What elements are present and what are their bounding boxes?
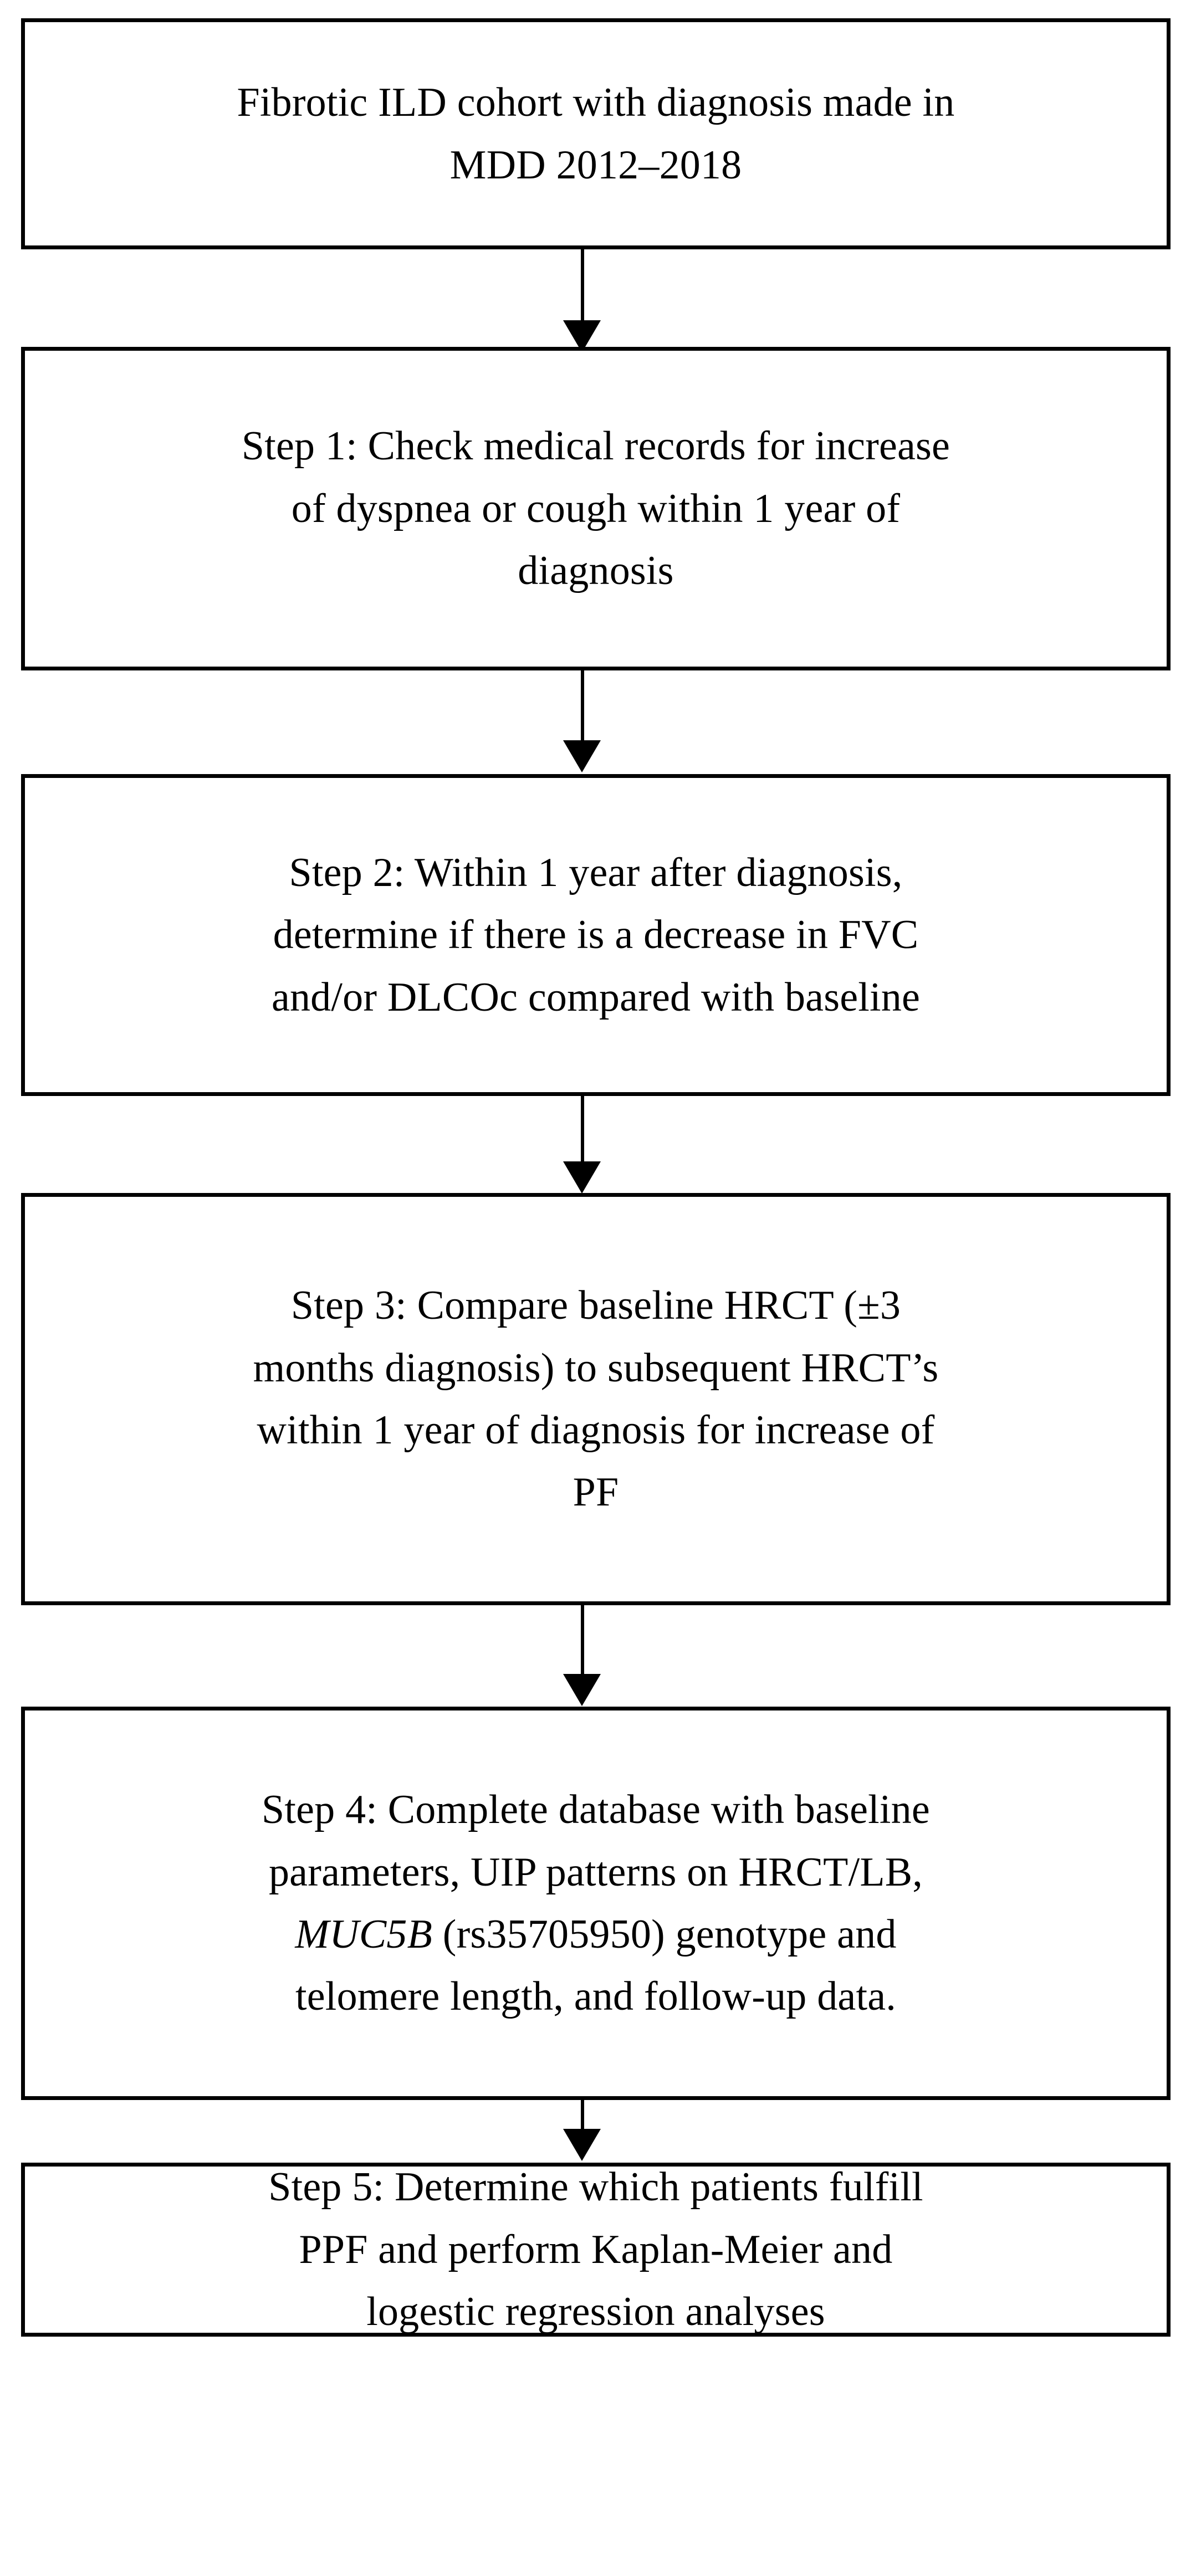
arrow-stem xyxy=(581,249,584,327)
arrow-stem xyxy=(581,1605,584,1676)
step-3-box-text: Step 3: Compare baseline HRCT (±3 months… xyxy=(253,1283,939,1515)
step-3-box: Step 3: Compare baseline HRCT (±3 months… xyxy=(21,1193,1171,1605)
arrow-stem xyxy=(581,2100,584,2131)
arrow-head-icon xyxy=(563,1161,601,1194)
step-4-box: Step 4: Complete database with baseline … xyxy=(21,1707,1171,2100)
step-4-box-text: Step 4: Complete database with baseline … xyxy=(94,1779,1098,2028)
step-2-box-text: Step 2: Within 1 year after diagnosis, d… xyxy=(271,849,921,1020)
gene-name-muc5b: MUC5B xyxy=(295,1912,433,1957)
step-1-box-text: Step 1: Check medical records for increa… xyxy=(241,423,950,594)
arrow-stem xyxy=(581,670,584,742)
cohort-box: Fibrotic ILD cohort with diagnosis made … xyxy=(21,18,1171,249)
cohort-box-text: Fibrotic ILD cohort with diagnosis made … xyxy=(237,80,955,188)
step-5-box-text: Step 5: Determine which patients fulfill… xyxy=(268,2164,923,2335)
step-2-box: Step 2: Within 1 year after diagnosis, d… xyxy=(21,774,1171,1096)
arrow-head-icon xyxy=(563,1674,601,1706)
step-1-box: Step 1: Check medical records for increa… xyxy=(21,347,1171,670)
arrow-head-icon xyxy=(563,740,601,772)
step-4-text-before-gene: Step 4: Complete database with baseline … xyxy=(262,1787,930,1895)
arrow-stem xyxy=(581,1096,584,1164)
step-4-text-after-gene: (rs35705950) genotype and telomere lengt… xyxy=(295,1912,897,2020)
step-5-box: Step 5: Determine which patients fulfill… xyxy=(21,2163,1171,2337)
